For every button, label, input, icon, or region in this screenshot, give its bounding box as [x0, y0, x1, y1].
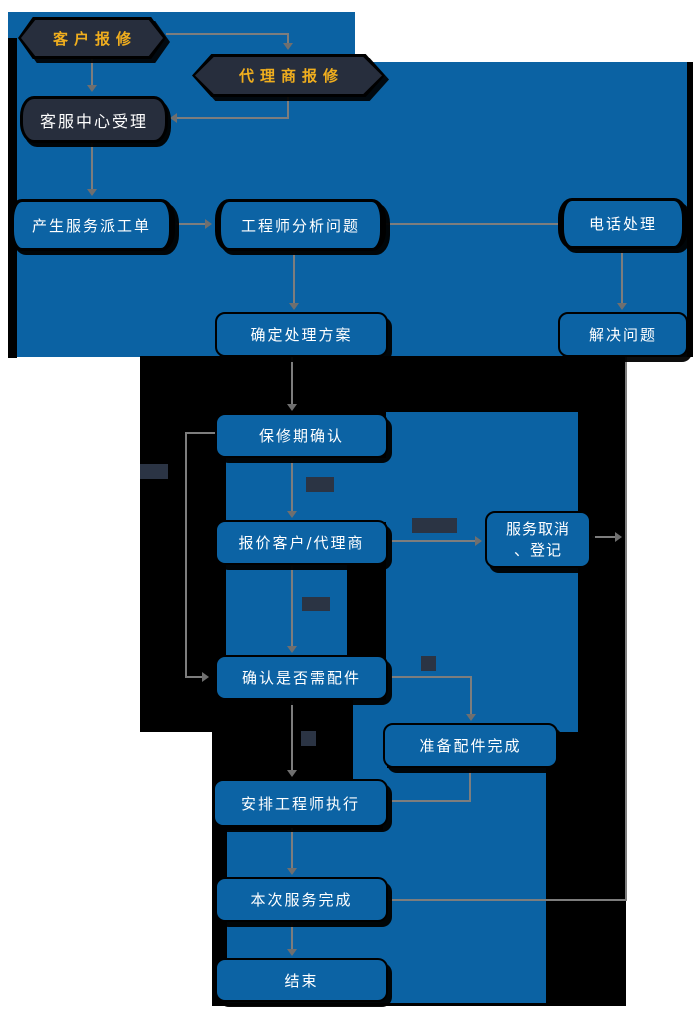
node-agent-report: 代理商报修	[192, 54, 385, 97]
arrowhead-down	[287, 949, 297, 956]
edge-label-box	[140, 464, 168, 479]
connector-line	[390, 800, 471, 802]
edge-label-box	[301, 731, 316, 746]
node-assign-engineer: 安排工程师执行	[213, 779, 388, 827]
connector-line	[166, 33, 289, 35]
node-label: 准备配件完成	[419, 737, 522, 755]
background-strip	[687, 62, 693, 357]
arrowhead-right	[202, 672, 209, 682]
arrowhead-down	[287, 770, 297, 777]
arrowhead-down	[287, 404, 297, 411]
node-end: 结束	[215, 958, 388, 1002]
node-label: 代理商报修	[238, 67, 344, 85]
node-label-line2: 、登记	[513, 540, 562, 559]
node-service-complete: 本次服务完成	[215, 877, 388, 922]
connector-line	[291, 566, 293, 647]
node-label: 工程师分析问题	[240, 216, 360, 235]
node-phone-handling: 电话处理	[558, 198, 688, 249]
connector-line	[291, 828, 293, 869]
node-label-line1: 服务取消	[505, 519, 570, 538]
connector-line	[592, 536, 616, 538]
node-parts-ready: 准备配件完成	[383, 723, 558, 768]
connector-line	[287, 34, 289, 46]
connector-line	[291, 701, 293, 771]
arrowhead-down	[287, 646, 297, 653]
background-patch	[386, 412, 578, 732]
arrowhead-down	[87, 85, 97, 92]
node-label: 产生服务派工单	[31, 216, 151, 235]
edge-label-box	[412, 518, 457, 533]
connector-line	[91, 59, 93, 87]
arrowhead-down	[617, 303, 627, 310]
connector-line	[291, 923, 293, 950]
connector-line	[391, 676, 472, 678]
connector-line	[469, 769, 471, 802]
arrowhead-right	[615, 532, 622, 542]
arrowhead-right	[205, 219, 212, 229]
arrowhead-right	[475, 536, 482, 546]
node-service-center: 客服中心受理	[20, 96, 168, 143]
arrowhead-down	[289, 303, 299, 310]
background-patch	[353, 700, 387, 780]
connector-line	[176, 223, 206, 225]
edge-label-box	[421, 656, 436, 671]
connector-line	[186, 676, 203, 678]
arrowhead-down	[287, 511, 297, 518]
node-warranty-check: 保修期确认	[215, 413, 388, 458]
connector-line	[186, 432, 215, 434]
connector-line	[291, 357, 293, 405]
connector-line	[291, 459, 293, 512]
connector-line	[287, 97, 289, 119]
edge-label-box	[302, 597, 330, 611]
connector-line	[185, 432, 187, 678]
node-label: 解决问题	[588, 326, 657, 344]
arrowhead-left	[170, 113, 177, 123]
arrowhead-down	[287, 868, 297, 875]
node-label: 电话处理	[588, 215, 657, 233]
node-label: 客户报修	[52, 29, 137, 48]
node-label: 安排工程师执行	[240, 794, 360, 813]
connector-line	[625, 357, 627, 901]
arrowhead-down	[87, 189, 97, 196]
node-label: 报价客户/代理商	[238, 534, 365, 552]
node-label: 本次服务完成	[250, 891, 353, 909]
node-service-cancel: 服务取消 、登记	[485, 511, 591, 568]
connector-line	[91, 143, 93, 190]
node-work-order: 产生服务派工单	[8, 199, 175, 251]
connector-line	[386, 223, 558, 225]
node-customer-report: 客户报修	[18, 17, 166, 59]
arrowhead-down	[283, 43, 293, 50]
connector-line	[391, 540, 476, 542]
node-solve-problem: 解决问题	[558, 312, 688, 357]
connector-line	[389, 899, 627, 901]
node-decide-plan: 确定处理方案	[215, 312, 388, 357]
node-label: 确定处理方案	[250, 326, 353, 344]
connector-line	[621, 250, 623, 304]
node-label: 客服中心受理	[39, 111, 148, 131]
node-engineer-analysis: 工程师分析问题	[215, 199, 386, 251]
edge-label-box	[306, 477, 334, 492]
node-quote: 报价客户/代理商	[215, 520, 388, 565]
connector-line	[470, 676, 472, 715]
background-strip	[8, 38, 17, 358]
node-need-parts: 确认是否需配件	[215, 655, 388, 700]
node-label: 结束	[284, 971, 319, 990]
node-label: 确认是否需配件	[241, 669, 361, 687]
connector-line	[293, 252, 295, 304]
arrowhead-down	[466, 714, 476, 721]
connector-line	[172, 117, 288, 119]
node-label: 保修期确认	[258, 427, 344, 445]
